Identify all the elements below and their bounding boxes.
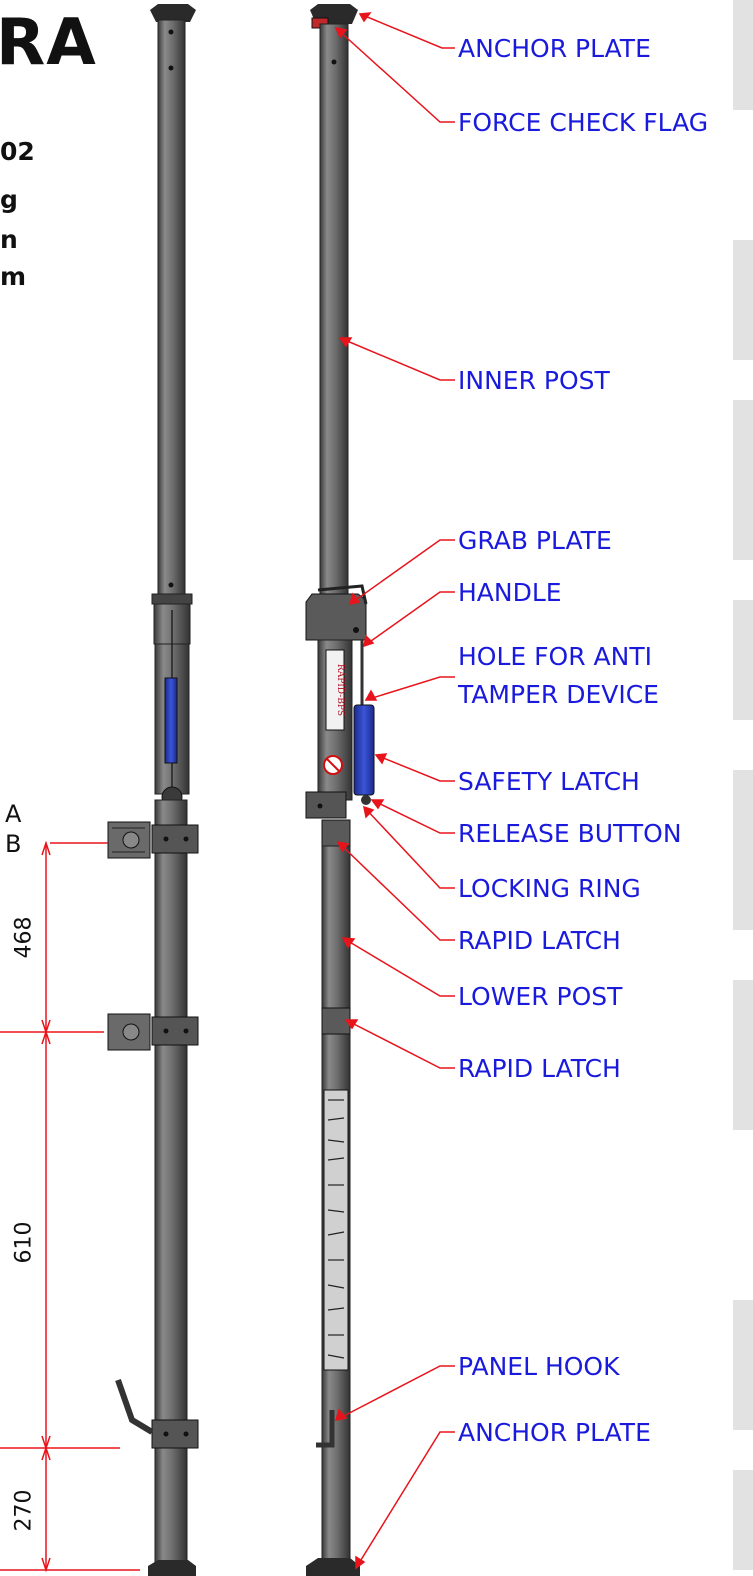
left-top-anchor-plate	[150, 4, 196, 22]
reference-mark-b: B	[5, 830, 22, 858]
subtitle-line-4: m	[0, 262, 27, 291]
dimension-468: 468	[11, 916, 37, 959]
callout-release-button: RELEASE BUTTON	[458, 819, 682, 848]
callout-handle: HANDLE	[458, 578, 562, 607]
callout-inner-post: INNER POST	[458, 366, 610, 395]
callout-rapid-latch-lower: RAPID LATCH	[458, 1054, 621, 1083]
document-title-fragment: RA	[0, 6, 97, 80]
dimension-lines	[0, 840, 140, 1573]
dimension-610: 610	[11, 1221, 37, 1264]
subtitle-line-3: n	[0, 225, 18, 254]
subtitle-line-1: 02	[0, 137, 35, 166]
callout-force-check-flag: FORCE CHECK FLAG	[458, 108, 709, 137]
callout-grab-plate: GRAB PLATE	[458, 526, 612, 555]
callout-anchor-plate-top: ANCHOR PLATE	[458, 34, 651, 63]
reference-mark-a: A	[5, 800, 22, 828]
callout-rapid-latch-upper: RAPID LATCH	[458, 926, 621, 955]
callout-panel-hook: PANEL HOOK	[458, 1352, 620, 1381]
left-post-side-view	[107, 4, 199, 1576]
right-post-front-view: RAPID-BPS	[305, 4, 375, 1576]
svg-text:RAPID-BPS: RAPID-BPS	[335, 664, 345, 716]
callout-safety-latch: SAFETY LATCH	[458, 767, 640, 796]
right-bottom-anchor-plate	[306, 1558, 360, 1576]
callout-locking-ring: LOCKING RING	[458, 874, 641, 903]
callout-lower-post: LOWER POST	[458, 982, 623, 1011]
dimension-270: 270	[11, 1489, 37, 1532]
callout-anti-tamper-line-1: HOLE FOR ANTI	[458, 642, 652, 671]
callout-anchor-plate-bottom: ANCHOR PLATE	[458, 1418, 651, 1447]
subtitle-line-2: g	[0, 185, 18, 214]
left-bottom-anchor-plate	[148, 1560, 196, 1576]
watermark-letters	[733, 0, 753, 1570]
callout-anti-tamper-line-2: TAMPER DEVICE	[458, 680, 659, 709]
leader-lines	[334, 12, 455, 1570]
